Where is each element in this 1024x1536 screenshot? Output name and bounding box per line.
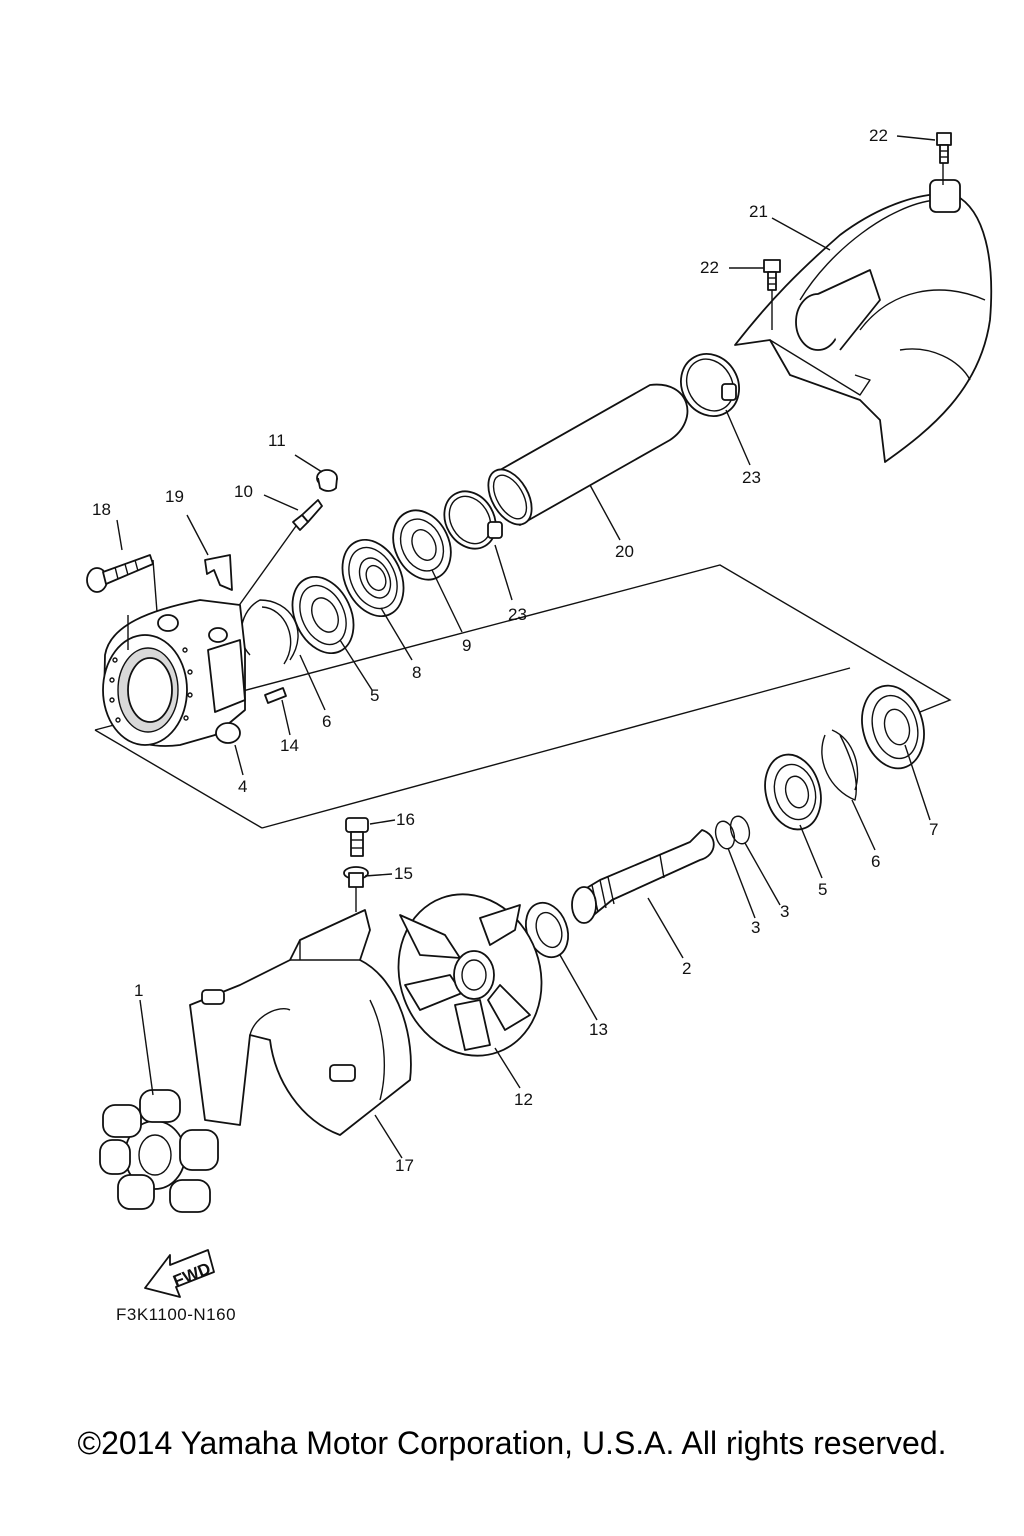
callout-1: 1: [134, 981, 143, 1000]
assembly-outline: [94, 564, 952, 731]
diagram-code: F3K1100-N160: [116, 1305, 237, 1324]
part-16-bolt: [345, 817, 369, 857]
fwd-arrow-icon: FWD: [144, 1249, 215, 1298]
callout-4: 4: [238, 777, 247, 796]
part-10-grease-nipple: [224, 499, 323, 626]
callout-15: 15: [394, 864, 413, 883]
part-4-pump-housing: [102, 599, 246, 747]
copyright-notice: ©2014 Yamaha Motor Corporation, U.S.A. A…: [77, 1425, 947, 1461]
callout-22: 22: [869, 126, 888, 145]
callout-5: 5: [370, 686, 379, 705]
callout-12: 12: [514, 1090, 533, 1109]
callout-3: 3: [751, 918, 760, 937]
part-17-duct: [189, 909, 412, 1136]
leader-lines: [116, 135, 936, 1159]
callout-9: 9: [462, 636, 471, 655]
callout-23: 23: [742, 468, 761, 487]
part-20-hose: [487, 383, 689, 526]
callout-19: 19: [165, 487, 184, 506]
callout-17: 17: [395, 1156, 414, 1175]
part-9-oil-seal: [392, 509, 452, 581]
part-3-o-ring-a: [729, 815, 751, 845]
callout-14: 14: [280, 736, 299, 755]
callout-11: 11: [268, 431, 286, 450]
callout-13: 13: [589, 1020, 608, 1039]
part-3-o-ring-b: [714, 820, 736, 850]
callout-16: 16: [396, 810, 415, 829]
callout-3: 3: [780, 902, 789, 921]
callout-6: 6: [322, 712, 331, 731]
part-8-spacer: [341, 538, 405, 618]
part-5-bearing-lower: [764, 753, 822, 831]
part-23-clamp-lower: [443, 490, 503, 550]
callout-23: 23: [508, 605, 527, 624]
part-6-circlip-lower: [821, 729, 859, 801]
part-7-bearing-lower: [861, 684, 925, 770]
callout-6: 6: [871, 852, 880, 871]
part-14-pin: [264, 687, 287, 704]
callout-8: 8: [412, 663, 421, 682]
callout-10: 10: [234, 482, 253, 501]
part-11-cap: [316, 469, 338, 492]
callout-21: 21: [749, 202, 768, 221]
part-22-bolt-upper: [936, 132, 952, 185]
part-23-clamp-upper: [680, 353, 740, 417]
callout-5: 5: [818, 880, 827, 899]
callout-7: 7: [929, 820, 938, 839]
part-6-circlip-upper: [240, 599, 299, 665]
part-21-nozzle-deflector: [734, 179, 993, 463]
part-19-clip: [204, 554, 233, 591]
part-12-impeller: [397, 893, 543, 1057]
callout-labels: 22 21 22 23 23 20 9 8 5 6 11 10 19 18 14…: [92, 126, 938, 1175]
part-2-shaft: [571, 829, 715, 924]
callout-18: 18: [92, 500, 111, 519]
callout-20: 20: [615, 542, 634, 561]
part-1-coupling: [99, 1089, 219, 1213]
part-22-bolt-lower: [763, 259, 781, 330]
callout-22: 22: [700, 258, 719, 277]
callout-2: 2: [682, 959, 691, 978]
